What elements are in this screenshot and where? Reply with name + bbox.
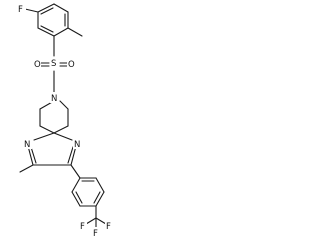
bond [70,164,81,179]
bond [71,177,81,193]
bond [24,8,39,13]
sulfonyl-group [40,62,69,93]
bond [53,125,69,134]
atom-label-sulfur: S [51,59,56,69]
bond [53,27,69,37]
bond [53,3,69,13]
atom-labels: F S O O N N N F F F [18,4,113,237]
piperidine-ring [39,100,69,134]
atom-label-nitrogen-piperidine: N [51,94,57,104]
bond [70,145,77,166]
bond [95,177,105,193]
bond-double [75,191,83,204]
bond [33,132,55,141]
bond [37,27,55,37]
atom-label-fluorine-aryl: F [18,5,23,15]
bond-double [40,7,54,15]
structure-diagram: F S O O N N N F F F [0,0,117,237]
bond-methyl [19,164,34,173]
atom-label-fluorine-cf3-right: F [106,222,111,232]
atom-label-nitrogen-imidazole-left: N [24,140,30,150]
atom-label-nitrogen-imidazole-right: N [74,140,80,150]
bond [85,217,97,225]
bond [39,125,55,134]
bond [71,191,81,207]
bond [37,3,55,13]
atom-label-oxygen-right: O [68,60,75,70]
molecule-svg: F S O O N N N F F F [18,3,113,237]
bond-double [30,146,37,164]
bond-methyl [67,27,83,37]
bond [95,217,107,225]
fluoro-methyl-phenyl-ring [24,3,83,57]
bond [27,145,34,166]
bond-double [40,25,54,33]
bond-double [67,146,74,164]
atom-label-fluorine-cf3-mid: F [93,229,98,237]
imidazole-ring [19,132,81,179]
bond-double [93,191,101,204]
atom-label-fluorine-cf3-left: F [80,222,85,232]
trifluoromethyl-phenyl-ring [71,177,107,228]
bond [53,132,73,141]
bond [59,100,69,110]
atom-label-oxygen-left: O [34,60,41,70]
bond [95,191,105,207]
